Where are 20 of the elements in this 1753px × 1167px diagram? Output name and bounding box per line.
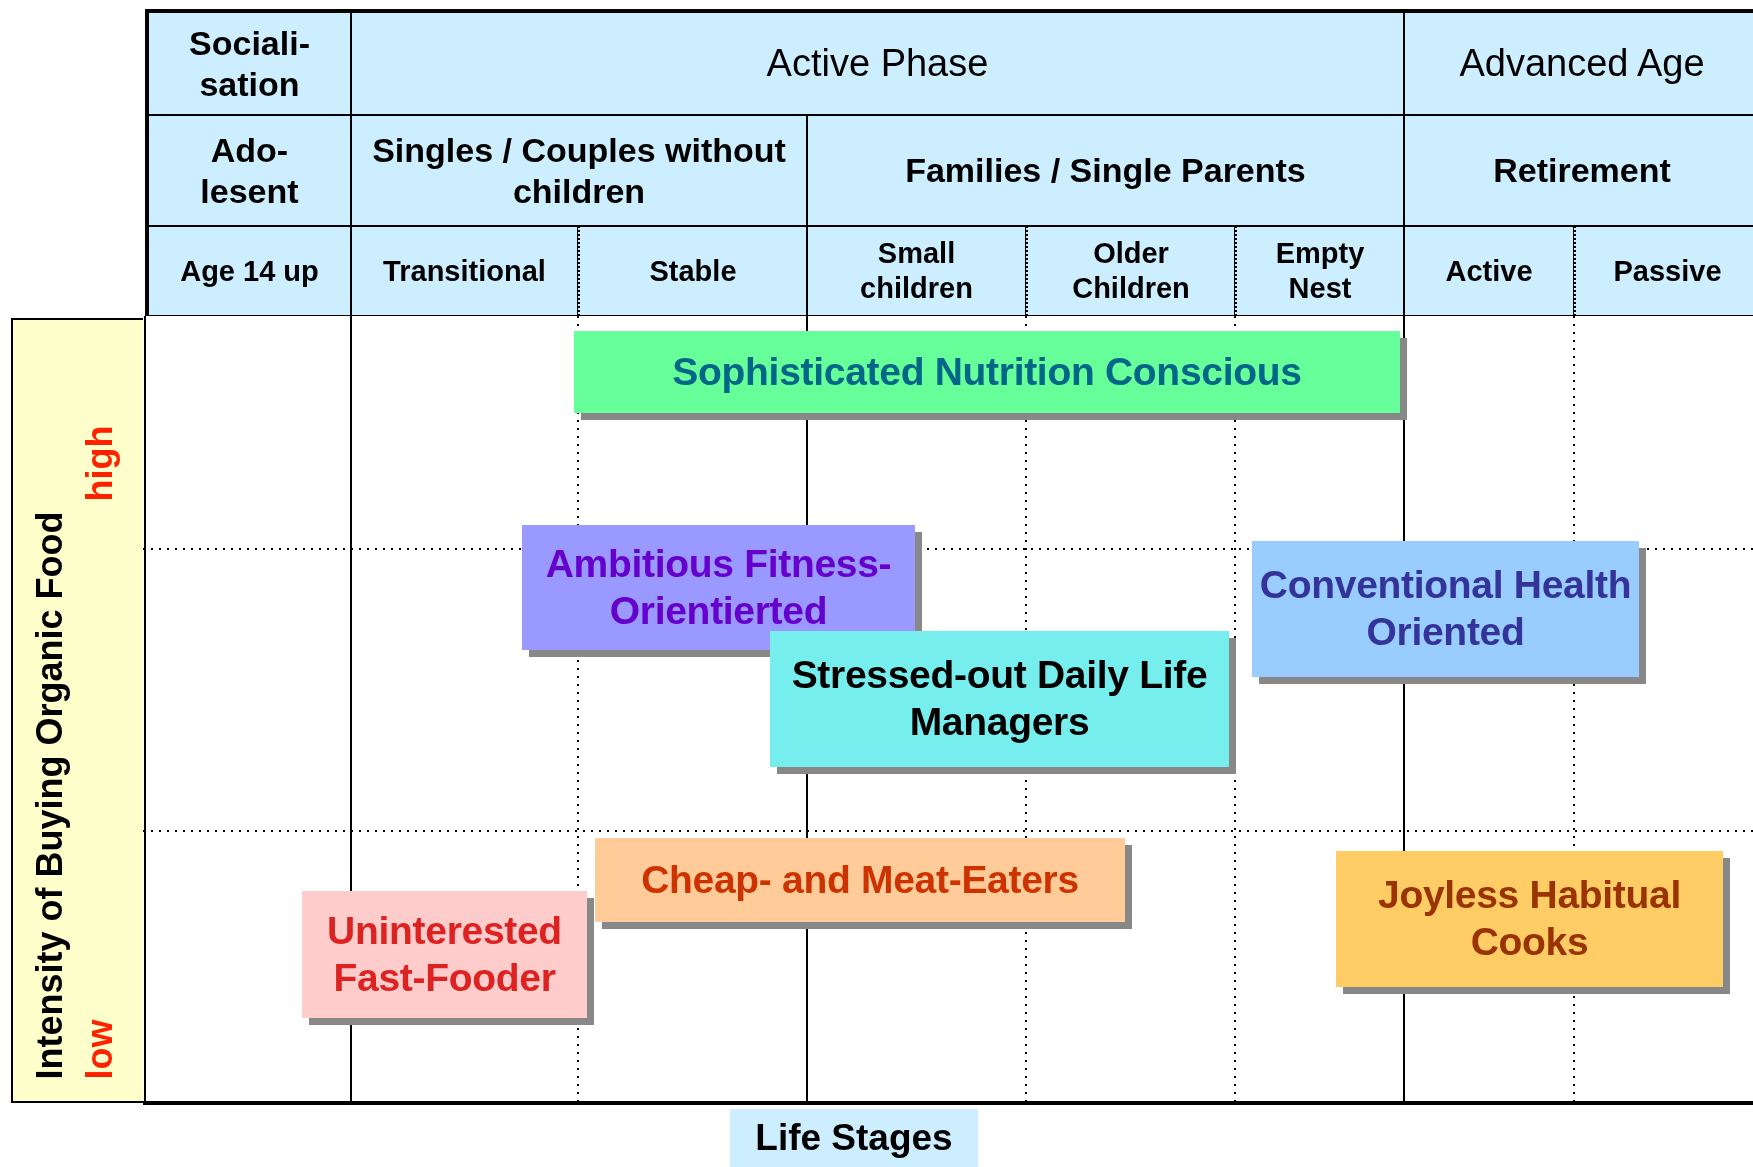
table-header-cell: Transitional [351, 226, 578, 316]
table-header-cell: Small children [807, 226, 1026, 316]
table-header-cell: Active Phase [351, 9, 1404, 115]
axis-band [11, 318, 143, 1103]
axis-label-box: Life Stages [730, 1109, 978, 1167]
axis-title: Intensity of Buying Organic Food [29, 511, 71, 1079]
table-header-cell: Advanced Age [1404, 9, 1753, 115]
table-header-cell: Singles / Couples without children [351, 115, 807, 226]
axis-low-label: low [79, 1019, 121, 1079]
axis-high-label: high [79, 425, 121, 501]
table-header-cell: Empty Nest [1235, 226, 1404, 316]
table-header-cell: Families / Single Parents [807, 115, 1404, 226]
table-header-cell: Age 14 up [145, 226, 351, 316]
table-header-cell: Retirement [1404, 115, 1753, 226]
table-header-cell: Stable [578, 226, 807, 316]
table-header-cell: Active [1404, 226, 1574, 316]
table-header-cell: Older Children [1026, 226, 1235, 316]
table-header-cell: Sociali- sation [145, 9, 351, 115]
table-header-cell: Ado- lesent [145, 115, 351, 226]
table-header-cell: Passive [1574, 226, 1753, 316]
